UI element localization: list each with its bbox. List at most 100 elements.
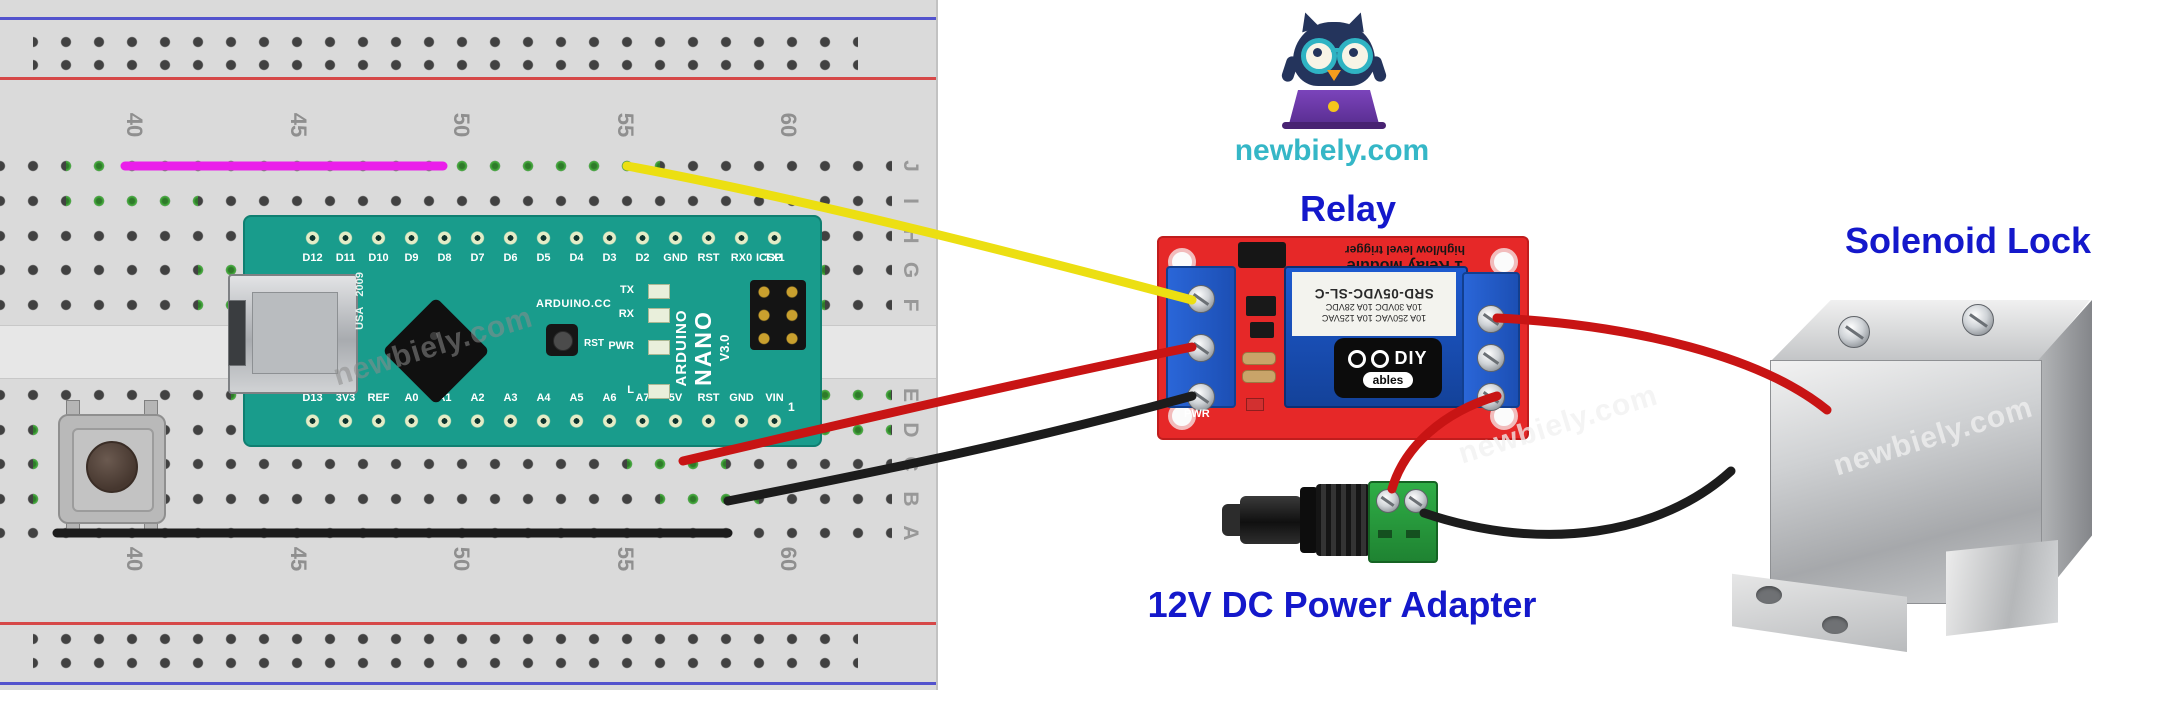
- breadboard-holes-row: [33, 33, 858, 51]
- rx-led: [648, 308, 670, 323]
- solenoid-lock-caption: Solenoid Lock: [1844, 220, 2092, 261]
- owl-pupil-icon: [1349, 48, 1358, 57]
- diyables-logo: DIY ables: [1334, 338, 1442, 398]
- owl-glasses-lens-icon: [1301, 38, 1337, 74]
- arduino-pin-label: D6: [503, 252, 518, 264]
- arduino-pin-label: REF: [367, 392, 390, 404]
- arduino-top-pin-labels: D12 D11 D10 D9 D8 D7 D6 D5 D4 D3 D2 GND RST RX0 TX1: [296, 252, 791, 264]
- breadboard-bottom-red-rail-line: [0, 622, 936, 625]
- pwr-led: [648, 340, 670, 355]
- arduino-pin-label: TX1: [764, 252, 785, 264]
- owl-beak-icon: [1327, 70, 1341, 81]
- goggles-icon: [1371, 349, 1390, 368]
- arduino-pin-label: D8: [437, 252, 452, 264]
- site-logo-text: newbiely.com: [1234, 134, 1430, 167]
- relay-pwr-label: PWR: [1184, 408, 1210, 420]
- dc-terminal-slot: [1378, 530, 1392, 538]
- tx-led-label: TX: [619, 284, 634, 296]
- arduino-pin-label: D4: [569, 252, 584, 264]
- arduino-pin-label: D11: [335, 252, 356, 264]
- arduino-pin-label: 5V: [668, 392, 683, 404]
- dc-jack-plug: [1240, 496, 1302, 544]
- dc-jack-collar: [1300, 487, 1318, 553]
- solenoid-latch-bolt: [1946, 540, 2058, 636]
- reset-button-cap: [553, 331, 573, 351]
- arduino-pin-label: D2: [635, 252, 650, 264]
- arduino-pin-label: A2: [470, 392, 485, 404]
- arduino-pin-label: A6: [602, 392, 617, 404]
- red-wire-relay-to-solenoid: [1492, 313, 1832, 415]
- solenoid-top-face: [1770, 300, 2090, 362]
- breadboard-top-red-rail-line: [0, 77, 936, 80]
- arduino-pin-label: A0: [404, 392, 419, 404]
- arduino-pin-label: VIN: [765, 392, 784, 404]
- icsp-header: [750, 280, 806, 350]
- breadboard-bottom-blue-rail-line: [0, 682, 936, 685]
- solenoid-top-screw: [1962, 304, 1994, 336]
- relay-caption: Relay: [1299, 188, 1397, 229]
- relay-resistor: [1242, 370, 1276, 383]
- dc-jack-grip: [1316, 484, 1370, 556]
- arduino-bottom-pads: [296, 412, 791, 430]
- breadboard-holes-row: [33, 630, 858, 648]
- black-wire-adapter-to-solenoid: [1419, 466, 1736, 539]
- black-wire-relay-to-arduino-gnd: [723, 391, 1197, 506]
- arduino-pin-label: D3: [602, 252, 617, 264]
- diyables-logo-row: DIY: [1348, 348, 1427, 369]
- arduino-mcu-chip-dot: [430, 332, 438, 340]
- usb-connector-opening: [228, 300, 246, 366]
- power-adapter-caption: 12V DC Power Adapter: [1147, 584, 1537, 625]
- breadboard-top-blue-rail-line: [0, 17, 936, 20]
- push-button-cap: [86, 441, 138, 493]
- icsp-label: ICSP: [756, 252, 782, 264]
- owl-pupil-icon: [1313, 48, 1322, 57]
- red-wire-adapter-to-relay: [1387, 391, 1502, 494]
- arduino-pin-label: GND: [663, 252, 688, 264]
- arduino-pin-label: GND: [729, 392, 754, 404]
- tx-led: [648, 284, 670, 299]
- arduino-pin-label: D10: [368, 252, 389, 264]
- breadboard-holes-row: [0, 192, 892, 210]
- breadboard-holes-row: [33, 56, 858, 74]
- arduino-pin-label: A4: [536, 392, 551, 404]
- diy-text: DIY: [1394, 348, 1428, 368]
- dc-terminal-slot: [1406, 530, 1420, 538]
- arduino-pin-label: A3: [503, 392, 518, 404]
- l-led-label: L: [627, 384, 634, 396]
- arduino-pin-label: RST: [697, 392, 720, 404]
- laptop-base-icon: [1282, 122, 1386, 129]
- arduino-pin-label: D7: [470, 252, 485, 264]
- solenoid-mounting-hole: [1756, 586, 1782, 604]
- reset-label: RST: [584, 338, 604, 349]
- relay-terminal-screw: [1477, 344, 1505, 372]
- arduino-pin-label: D9: [404, 252, 419, 264]
- owl-glasses-bridge-icon: [1331, 48, 1339, 52]
- arduino-pin-label: RX0: [730, 252, 753, 264]
- arduino-pin-label: D5: [536, 252, 551, 264]
- pwr-led-label: PWR: [608, 340, 634, 352]
- relay-jumper: [1238, 242, 1286, 268]
- l-led: [648, 384, 670, 399]
- arduino-pin-label: RST: [697, 252, 720, 264]
- arduino-pin-label: D13: [302, 392, 323, 404]
- relay-transistor: [1246, 296, 1276, 316]
- arduino-pin-label: D12: [302, 252, 323, 264]
- breadboard-holes-green: [66, 192, 198, 210]
- dc-terminal-screw: [1376, 489, 1400, 513]
- usb-connector-inner: [252, 292, 338, 374]
- relay-power-led: [1246, 398, 1264, 411]
- solenoid-mounting-hole: [1822, 616, 1848, 634]
- arduino-pin-label: 3V3: [335, 392, 356, 404]
- goggles-icon: [1348, 349, 1367, 368]
- dc-jack-tip: [1222, 504, 1242, 536]
- ables-text: ables: [1362, 372, 1414, 388]
- arduino-top-pads: [296, 229, 791, 247]
- yellow-wire-arduino-signal-to-relay: [622, 161, 1197, 305]
- relay-resistor: [1242, 352, 1276, 365]
- relay-ic: [1250, 322, 1274, 338]
- arduino-cc-text: ARDUINO.CC: [536, 298, 612, 310]
- arduino-pin-label: A5: [569, 392, 584, 404]
